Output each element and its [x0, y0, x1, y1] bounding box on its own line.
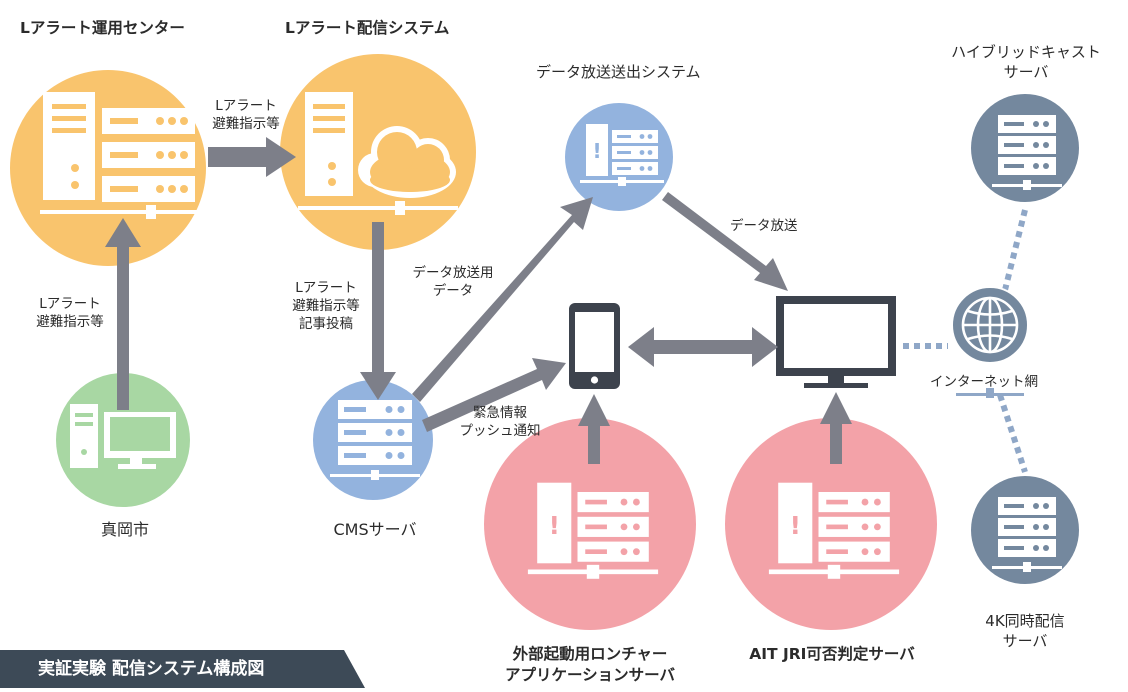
- svg-text:!: !: [549, 511, 560, 540]
- television-icon: [776, 296, 896, 388]
- arrow-ait-to-tv: [820, 392, 852, 464]
- server-rack-icon: [992, 115, 1062, 190]
- node-label-launcher-1: 外部起動用ロンチャー: [512, 645, 668, 663]
- node-label-cms: CMSサーバ: [333, 520, 417, 539]
- node-label-lalert-center: Lアラート運用センター: [20, 19, 185, 37]
- smartphone-icon: [569, 303, 620, 389]
- internet-links: [903, 209, 1028, 473]
- edge-label-city-center-2: 避難指示等: [36, 314, 104, 330]
- edge-label-cms-phone-2: プッシュ通知: [459, 423, 541, 439]
- arrow-phone-tv: [628, 327, 778, 367]
- node-label-lalert-delivery: Lアラート配信システム: [285, 19, 450, 37]
- server-rack-icon: [330, 400, 420, 480]
- diagram-title: 実証実験 配信システム構成図: [38, 659, 265, 679]
- node-label-4k-2: サーバ: [1002, 632, 1048, 650]
- arrow-city-to-center: [105, 218, 141, 410]
- edge-label-cms-data-2: データ: [432, 283, 474, 299]
- node-label-4k-1: 4K同時配信: [985, 612, 1065, 630]
- edge-label-delivery-cms-2: 避難指示等: [292, 298, 360, 314]
- svg-text:!: !: [790, 511, 801, 540]
- edge-label-delivery-cms-1: Lアラート: [295, 280, 357, 296]
- edge-label-cms-data-1: データ放送用: [412, 265, 494, 281]
- title-banner: 実証実験 配信システム構成図: [0, 650, 365, 688]
- node-label-hybridcast-2: サーバ: [1003, 63, 1049, 81]
- node-label-launcher-2: アプリケーションサーバ: [504, 666, 676, 684]
- server-warning-icon: !: [580, 124, 664, 186]
- edge-label-delivery-cms-3: 記事投稿: [299, 316, 353, 332]
- node-label-data-broadcast: データ放送送出システム: [536, 63, 701, 81]
- node-label-internet: インターネット網: [930, 374, 1038, 390]
- arrow-center-to-delivery: [208, 137, 296, 177]
- edge-label-cms-phone-1: 緊急情報: [473, 405, 527, 421]
- cloud-server-icon: [298, 92, 458, 215]
- arrow-cms-to-data-broadcast: [412, 197, 593, 402]
- server-tower-icon: [40, 92, 200, 219]
- server-rack-icon: [992, 497, 1062, 572]
- edge-label-city-center-1: Lアラート: [39, 296, 101, 312]
- arrow-cms-to-phone: [422, 358, 566, 432]
- server-warning-icon: !: [527, 482, 659, 579]
- arrow-data-broadcast-to-tv: [662, 192, 788, 291]
- node-label-city: 真岡市: [100, 520, 149, 539]
- arrow-launcher-to-phone: [578, 394, 610, 464]
- arrows: [105, 137, 852, 464]
- server-warning-icon: !: [768, 482, 900, 579]
- arrow-delivery-to-cms: [360, 222, 396, 400]
- globe-icon: [951, 286, 1029, 398]
- svg-text:!: !: [592, 139, 601, 163]
- node-label-ait: AIT JRI可否判定サーバ: [749, 645, 915, 663]
- edge-label-center-delivery-2: 避難指示等: [212, 116, 280, 132]
- desktop-computer-icon: [70, 404, 176, 469]
- node-label-hybridcast-1: ハイブリッドキャスト: [951, 43, 1101, 61]
- edge-label-center-delivery-1: Lアラート: [215, 98, 277, 114]
- edge-label-data-tv: データ放送: [730, 218, 798, 234]
